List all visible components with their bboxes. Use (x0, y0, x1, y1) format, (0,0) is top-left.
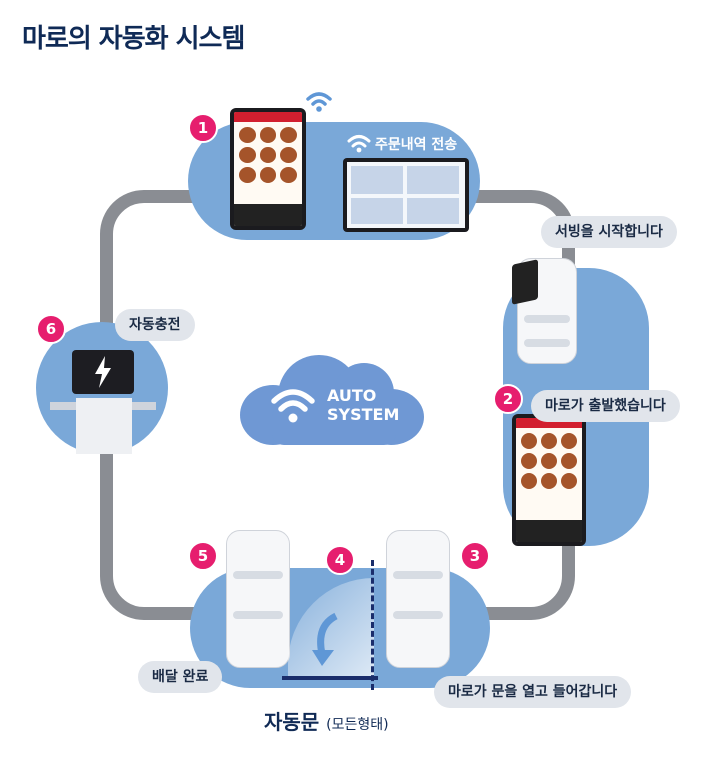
order-transmit-label: 주문내역 전송 (375, 137, 458, 153)
auto-door-title: 자동문 (264, 710, 320, 734)
auto-door-sub: (모든형태) (326, 717, 389, 733)
step-badge-5: 5 (188, 541, 218, 571)
robot-display (512, 259, 538, 305)
step-badge-6: 6 (36, 314, 66, 344)
wifi-icon (271, 389, 315, 423)
door-threshold (282, 676, 378, 680)
cloud-line2: SYSTEM (327, 405, 400, 424)
step-badge-2: 2 (493, 384, 523, 414)
auto-system-label: AUTO SYSTEM (327, 386, 399, 424)
page-title: 마로의 자동화 시스템 (22, 24, 245, 54)
kitchen-monitor (343, 158, 469, 232)
wifi-icon (347, 135, 371, 153)
entering-robot (386, 530, 450, 668)
maro-departed-bubble: 마로가 출발했습니다 (531, 390, 680, 422)
order-tablet (230, 108, 306, 230)
wifi-icon (306, 92, 332, 112)
delivery-robot (226, 530, 290, 668)
step-badge-1: 1 (188, 113, 218, 143)
charger-body (76, 398, 132, 454)
step-badge-3: 3 (460, 541, 490, 571)
step-badge-4: 4 (325, 545, 355, 575)
maro-enters-bubble: 마로가 문을 열고 들어갑니다 (434, 676, 632, 708)
curved-arrow-icon (312, 612, 338, 666)
delivery-complete-bubble: 배달 완료 (138, 661, 223, 693)
door-frame (371, 560, 378, 690)
serving-start-bubble: 서빙을 시작합니다 (541, 216, 677, 248)
lightning-icon (95, 356, 111, 388)
auto-door-label: 자동문 (모든형태) (264, 706, 389, 735)
auto-charge-bubble: 자동충전 (115, 309, 195, 341)
order-tablet (512, 414, 586, 546)
cloud-line1: AUTO (327, 386, 377, 405)
